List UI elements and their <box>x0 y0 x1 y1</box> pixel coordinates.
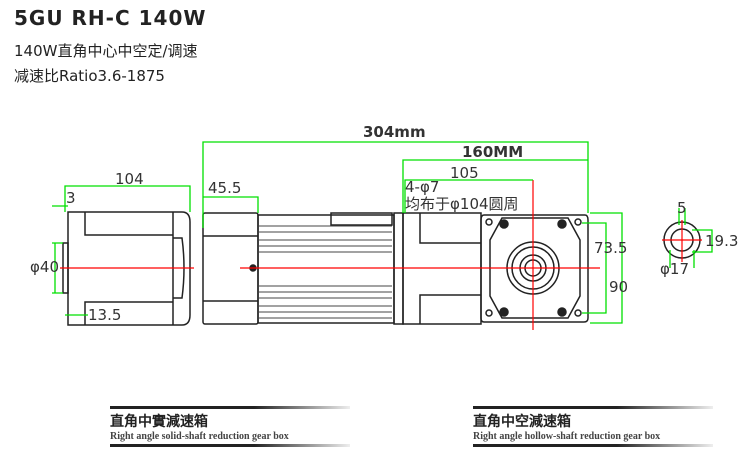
product-subtitle: 140W直角中心中空定/调速 <box>14 42 198 60</box>
centerlines <box>60 180 702 330</box>
dim-holes: 4-φ7 <box>405 178 439 196</box>
caption-en: Right angle hollow-shaft reduction gear … <box>473 431 661 442</box>
dim-hole-spacing: 73.5 <box>594 239 627 257</box>
product-title: 5GU RH-C 140W <box>14 6 207 30</box>
dim-flange-height: 90 <box>609 278 628 296</box>
dim-holes-pcd: 均布于φ104圆周 <box>405 195 519 213</box>
dim-flange-center: 105 <box>450 164 479 182</box>
dim-gearbox: 160MM <box>462 143 523 161</box>
dimension-lines <box>52 141 713 324</box>
ratio-text: 减速比Ratio3.6-1875 <box>14 67 165 85</box>
dim-motor-cap: 45.5 <box>208 179 241 197</box>
dim-overall: 304mm <box>363 123 426 141</box>
caption-hollow-shaft: 直角中空減速箱 Right angle hollow-shaft reducti… <box>473 406 713 447</box>
dim-side-dia: φ40 <box>30 258 59 276</box>
dim-bore: φ17 <box>660 260 689 278</box>
dim-key-width: 5 <box>677 199 687 217</box>
caption-zh: 直角中空減速箱 <box>473 414 571 430</box>
caption-en: Right angle solid-shaft reduction gear b… <box>110 431 289 442</box>
caption-solid-shaft: 直角中實減速箱 Right angle solid-shaft reductio… <box>110 406 350 447</box>
dim-side-shaft: 13.5 <box>88 306 121 324</box>
dim-key-depth: 19.3 <box>705 232 738 250</box>
outline-drawing <box>62 211 701 326</box>
dim-side-offset: 3 <box>66 189 76 207</box>
dim-side-length: 104 <box>115 170 144 188</box>
motor-fins <box>259 225 392 319</box>
caption-zh: 直角中實減速箱 <box>110 414 208 430</box>
